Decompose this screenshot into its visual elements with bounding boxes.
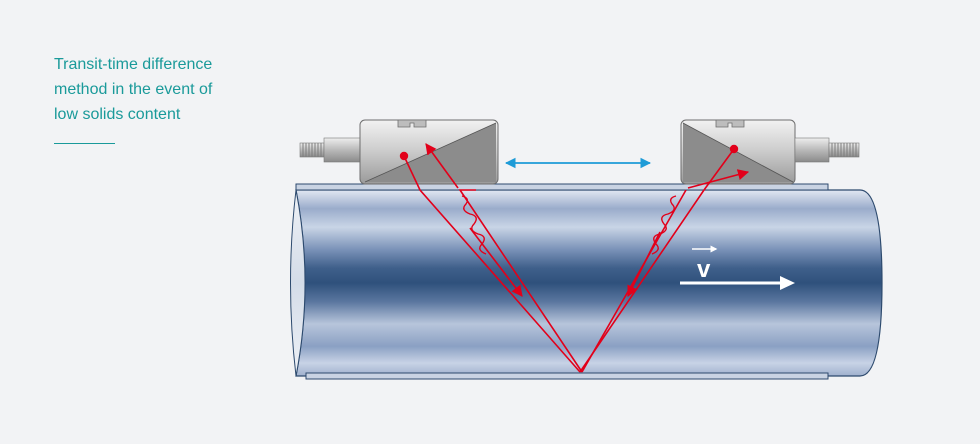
right-connector: [794, 137, 830, 163]
right-return-arrow: [687, 169, 750, 189]
left-wave-packet: [461, 195, 487, 255]
left-transducer: [299, 119, 499, 185]
caption-line-1: Transit-time difference: [54, 56, 213, 73]
pipe: [290, 183, 883, 380]
left-outer-beam: [403, 155, 581, 373]
velocity-symbol: v: [697, 256, 711, 283]
flow-velocity-indicator: v: [680, 245, 795, 290]
right-outer-beam: [579, 148, 735, 373]
diagram-caption: Transit-time difference method in the ev…: [54, 52, 274, 127]
signal-paths: [403, 143, 750, 373]
right-transducer: [680, 119, 860, 185]
pipe-bottom-wall: [305, 372, 829, 380]
caption-underline: [54, 143, 115, 144]
left-down-arrow: [469, 227, 523, 297]
right-inner-beam: [581, 189, 687, 373]
caption-line-3: low solids content: [54, 106, 181, 123]
left-inner-beam: [458, 189, 583, 373]
left-return-arrow: [425, 143, 459, 189]
right-wave-packet: [651, 195, 677, 255]
pipe-top-wall: [295, 183, 829, 191]
left-connector: [323, 137, 363, 163]
flow-arrow-head: [780, 276, 795, 290]
caption-line-2: method in the event of: [54, 81, 213, 98]
